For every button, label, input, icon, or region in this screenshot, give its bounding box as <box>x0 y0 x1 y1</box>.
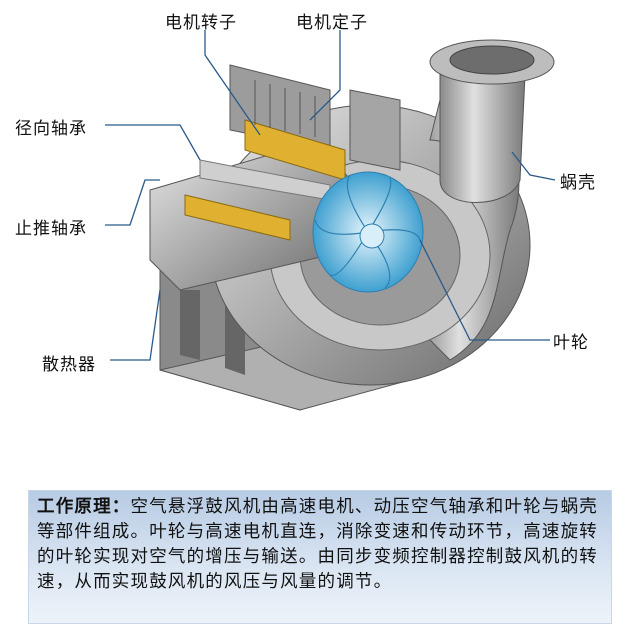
label-volute: 蜗壳 <box>560 173 596 193</box>
leader-lines <box>105 30 556 361</box>
label-impeller: 叶轮 <box>553 333 589 353</box>
description-title: 工作原理： <box>37 497 131 517</box>
label-thrust-bearing: 止推轴承 <box>15 219 87 239</box>
label-rotor: 电机转子 <box>165 13 237 33</box>
impeller <box>312 171 424 293</box>
label-radial-bearing: 径向轴承 <box>15 119 87 139</box>
description-body: 空气悬浮鼓风机由高速电机、动压空气轴承和叶轮与蜗壳等部件组成。叶轮与高速电机直连… <box>37 497 598 592</box>
label-radiator: 散热器 <box>42 355 96 375</box>
motor-housing <box>149 64 401 291</box>
outlet-pipe <box>429 39 555 203</box>
label-stator: 电机定子 <box>296 13 368 33</box>
working-principle-box: 工作原理：空气悬浮鼓风机由高速电机、动压空气轴承和叶轮与蜗壳等部件组成。叶轮与高… <box>28 490 612 624</box>
